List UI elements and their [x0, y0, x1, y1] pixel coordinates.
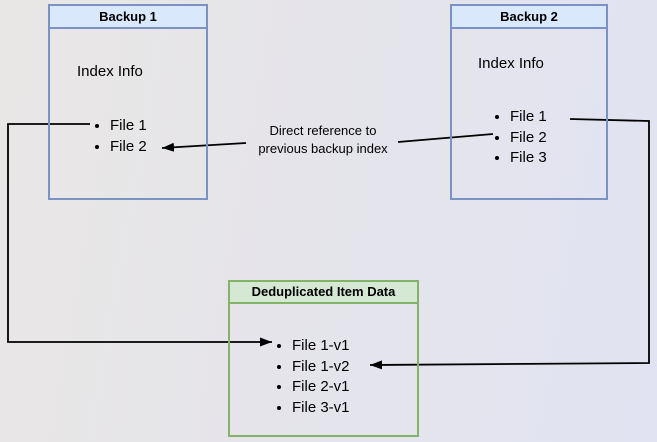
- list-item: File 1-v2: [292, 357, 350, 378]
- backup1-box: Backup 1 Index Info File 1File 2: [48, 4, 208, 200]
- backup2-box: Backup 2 Index Info File 1File 2File 3: [450, 4, 608, 200]
- backup1-title: Backup 1: [99, 9, 157, 24]
- backup2-title: Backup 2: [500, 9, 558, 24]
- direct-reference-label-line1: Direct reference to: [269, 123, 377, 138]
- backup1-file-list: File 1File 2: [93, 115, 147, 157]
- backup1-index-info-label: Index Info: [77, 63, 143, 80]
- deduplicated-item-data-box: Deduplicated Item Data File 1-v1File 1-v…: [228, 280, 419, 437]
- dedup-title: Deduplicated Item Data: [251, 284, 396, 299]
- list-item: File 1: [110, 115, 147, 136]
- list-item: File 3-v1: [292, 398, 350, 419]
- backup2-index-info-label: Index Info: [478, 55, 544, 72]
- backup1-header: Backup 1: [50, 6, 206, 29]
- list-item: File 2: [510, 128, 547, 149]
- backup2-file-list: File 1File 2File 3: [493, 107, 547, 169]
- dedup-header: Deduplicated Item Data: [230, 282, 417, 304]
- list-item: File 2-v1: [292, 377, 350, 398]
- backup2-header: Backup 2: [452, 6, 606, 29]
- direct-reference-label: Direct reference to previous backup inde…: [223, 122, 423, 158]
- list-item: File 3: [510, 148, 547, 169]
- direct-reference-label-line2: previous backup index: [258, 141, 388, 156]
- list-item: File 1: [510, 107, 547, 128]
- list-item: File 2: [110, 136, 147, 157]
- dedup-file-list: File 1-v1File 1-v2File 2-v1File 3-v1: [275, 336, 350, 418]
- list-item: File 1-v1: [292, 336, 350, 357]
